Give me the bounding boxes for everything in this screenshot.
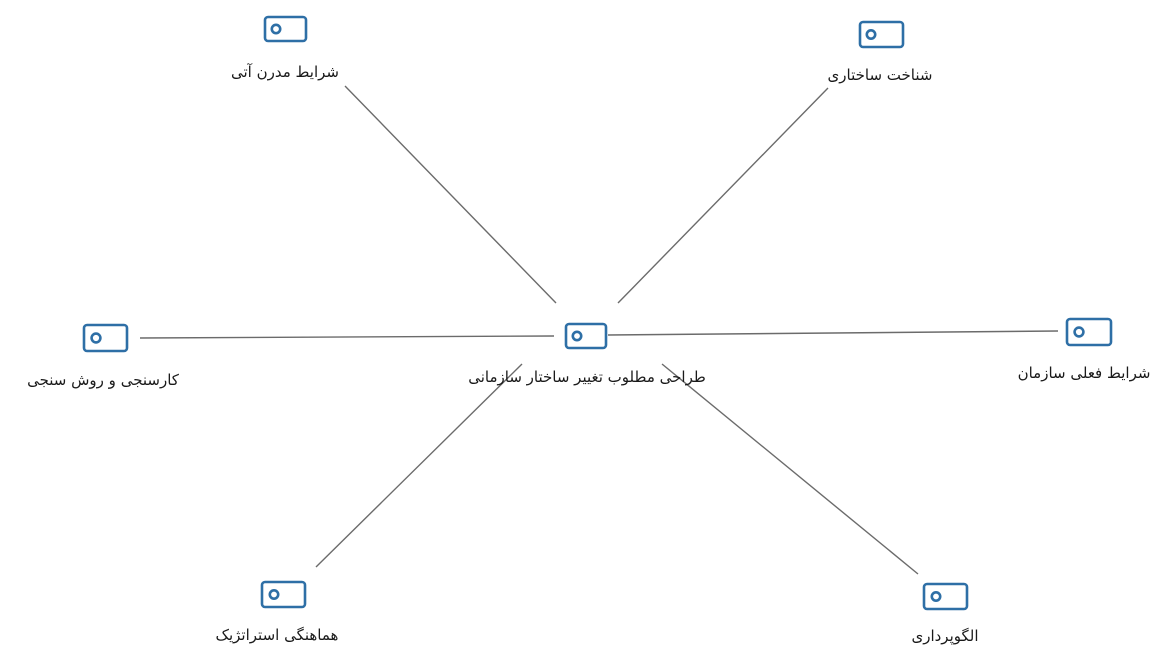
node-current[interactable]: شرایط فعلی سازمان: [1018, 317, 1151, 382]
connector-benchmark: [139, 335, 555, 339]
node-patterning-label: الگوپرداری: [911, 627, 978, 645]
node-structure-icon: [858, 20, 905, 49]
connectors: [139, 85, 1059, 575]
node-alignment-label: هماهنگی استراتژیک: [216, 626, 339, 644]
topic-icon-frame: [260, 580, 307, 609]
node-structure[interactable]: شناخت ساختاری: [828, 20, 933, 84]
node-benchmark[interactable]: کارسنجی و روش سنجی: [27, 323, 180, 389]
node-benchmark-icon: [82, 323, 129, 353]
topic-icon-frame: [82, 323, 129, 353]
connector-structure: [617, 87, 829, 304]
topic-icon-dot: [571, 330, 583, 342]
node-structure-label: شناخت ساختاری: [828, 66, 933, 84]
center-topic[interactable]: طراحی مطلوب تغییر ساختار سازمانی: [468, 322, 706, 386]
topic-icon-frame: [922, 582, 969, 611]
topic-icon-frame: [1065, 317, 1113, 347]
node-patterning[interactable]: الگوپرداری: [911, 582, 979, 645]
topic-icon-dot: [268, 589, 280, 600]
node-future-icon: [263, 15, 308, 43]
topic-icon-dot: [90, 332, 102, 344]
connector-future: [344, 85, 557, 304]
topic-icon-dot: [865, 29, 877, 40]
connector-patterning: [661, 363, 919, 575]
node-current-label: شرایط فعلی سازمان: [1018, 364, 1151, 382]
center-topic-label: طراحی مطلوب تغییر ساختار سازمانی: [468, 368, 706, 386]
connector-current: [607, 330, 1059, 336]
topic-icon-dot: [1073, 326, 1085, 338]
topic-icon-dot: [930, 591, 942, 602]
node-future-label: شرایط مدرن آتی: [231, 63, 339, 81]
topic-icon-frame: [858, 20, 905, 49]
node-alignment[interactable]: هماهنگی استراتژیک: [216, 580, 339, 644]
topic-icon-dot: [270, 23, 282, 35]
node-patterning-icon: [922, 582, 969, 611]
node-alignment-icon: [260, 580, 307, 609]
node-benchmark-label: کارسنجی و روش سنجی: [27, 371, 180, 389]
center-topic-icon: [564, 322, 608, 350]
node-current-icon: [1065, 317, 1113, 347]
topic-icon-frame: [564, 322, 608, 350]
connector-alignment: [315, 363, 523, 568]
topic-icon-frame: [263, 15, 308, 43]
node-future[interactable]: شرایط مدرن آتی: [231, 15, 339, 81]
